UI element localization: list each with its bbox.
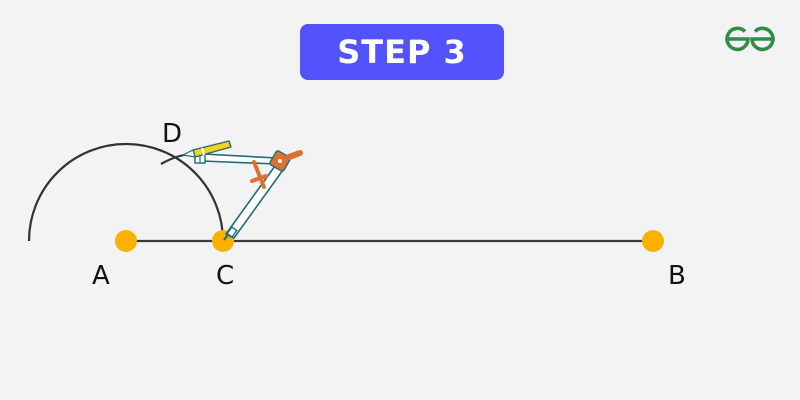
point-a xyxy=(115,230,137,252)
step-badge: STEP 3 xyxy=(300,24,504,80)
arc-from-a xyxy=(27,142,225,242)
geeksforgeeks-logo-icon xyxy=(725,26,775,52)
label-b: B xyxy=(668,261,686,291)
step-label: STEP 3 xyxy=(337,33,467,71)
label-a: A xyxy=(92,261,110,291)
compass-icon xyxy=(181,140,303,241)
point-b xyxy=(642,230,664,252)
label-c: C xyxy=(216,261,234,291)
label-d: D xyxy=(162,119,182,149)
